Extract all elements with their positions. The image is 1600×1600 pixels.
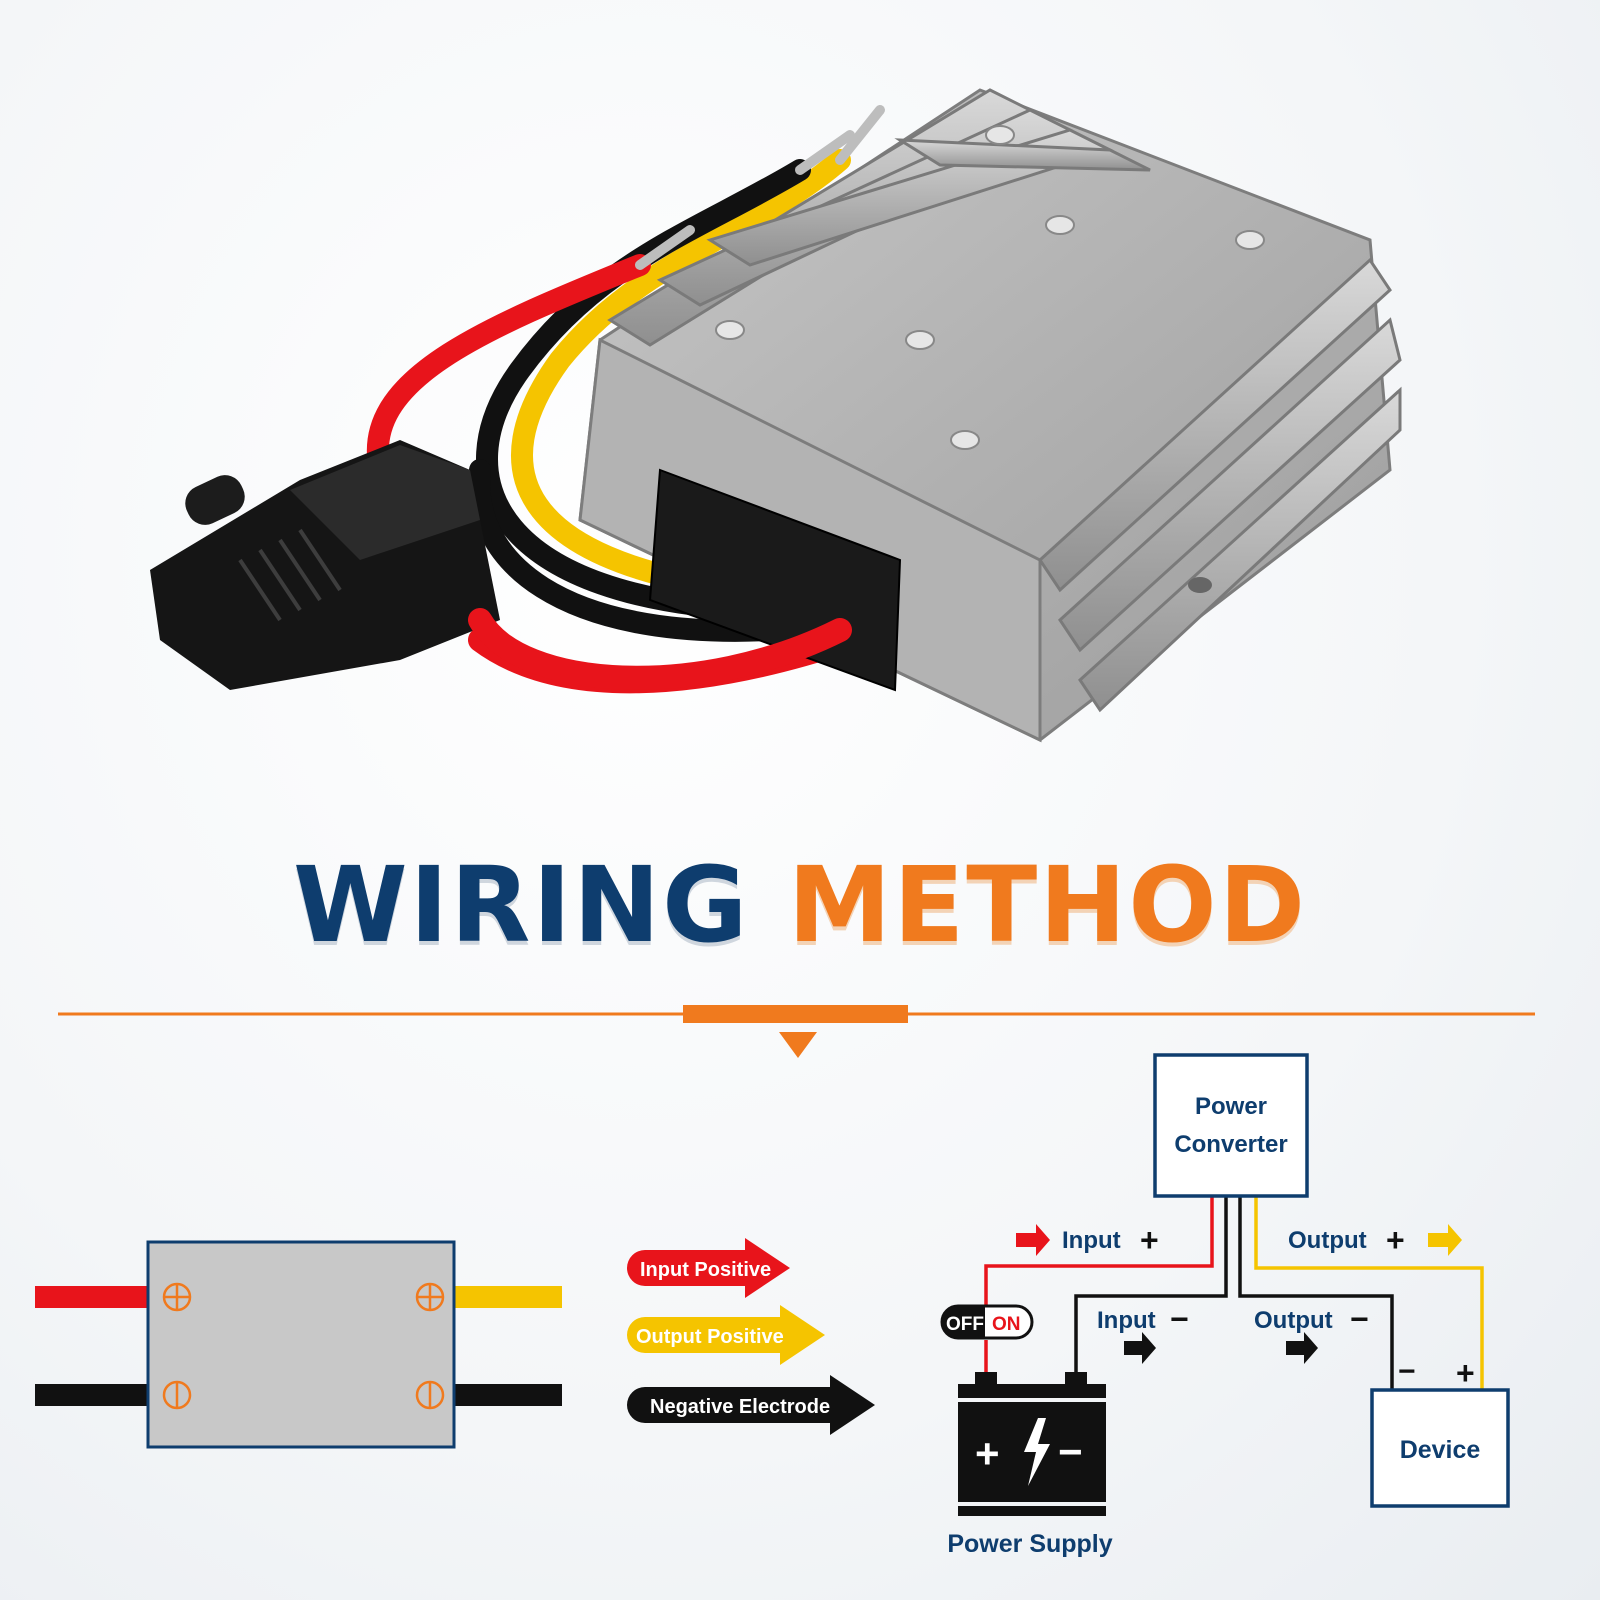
input-negative-label: Input [1097, 1307, 1156, 1334]
converter-label-line2: Converter [1174, 1131, 1287, 1158]
battery: + − Power Supply [947, 1372, 1113, 1558]
output-negative-sign: − [1350, 1301, 1369, 1337]
wiring-diagram: Input Positive Output Positive Negative … [35, 1005, 1535, 1558]
module-body [146, 1240, 456, 1449]
headline: WIRING METHOD [0, 850, 1600, 960]
module-black-wire-out [452, 1384, 562, 1406]
inline-fuse-holder [150, 440, 500, 690]
yellow-wire [511, 149, 851, 601]
device-label: Device [1400, 1436, 1481, 1464]
mounting-hole [1188, 577, 1212, 593]
module-red-wire [35, 1286, 150, 1308]
legend-output-positive-label: Output Positive [636, 1326, 784, 1348]
input-positive-label: Input [1062, 1227, 1121, 1254]
output-negative-wire [1238, 1196, 1394, 1390]
switch-on-label: ON [992, 1314, 1021, 1335]
legend-input-positive-label: Input Positive [640, 1259, 771, 1281]
battery-minus-sign: − [1058, 1428, 1083, 1475]
on-off-switch[interactable]: OFF ON [940, 1304, 1034, 1340]
output-positive-arrow-icon [1428, 1224, 1462, 1256]
input-negative-sign: − [1170, 1301, 1189, 1337]
legend: Input Positive Output Positive Negative … [627, 1238, 875, 1435]
section-divider [58, 1005, 1535, 1058]
module-black-wire [35, 1384, 150, 1406]
schematic-labels: Input + Output + Input − Output − [1016, 1222, 1462, 1364]
headline-word-method: METHOD [787, 844, 1308, 966]
output-positive-wire [1254, 1196, 1484, 1390]
black-wire-2 [468, 459, 781, 642]
device-minus-sign: − [1398, 1355, 1416, 1388]
housing-screws [715, 125, 1265, 450]
switch-off-label: OFF [946, 1314, 984, 1335]
input-negative-arrow-icon [1124, 1332, 1156, 1364]
heat-sink-fins [607, 88, 1402, 713]
product-illustration [150, 88, 1402, 743]
module-screws [162, 1282, 445, 1410]
converter-label-line1: Power [1195, 1093, 1267, 1120]
battery-plus-sign: + [975, 1430, 1000, 1477]
converter-housing [578, 88, 1402, 743]
legend-input-positive: Input Positive [627, 1238, 790, 1298]
red-wire-top [367, 254, 651, 481]
lightning-icon [1024, 1418, 1050, 1486]
output-negative-label: Output [1254, 1307, 1333, 1334]
headline-word-wiring: WIRING [292, 844, 750, 966]
legend-negative-electrode: Negative Electrode [627, 1375, 875, 1435]
output-positive-sign: + [1386, 1222, 1405, 1258]
input-positive-arrow-icon [1016, 1224, 1050, 1256]
module-diagram [35, 1240, 562, 1449]
output-negative-arrow-icon [1286, 1332, 1318, 1364]
device-box: − + Device [1370, 1355, 1510, 1508]
legend-output-positive: Output Positive [627, 1305, 825, 1365]
input-positive-wire [984, 1196, 1214, 1318]
input-positive-sign: + [1140, 1222, 1159, 1258]
power-converter-box: Power Converter [1153, 1053, 1309, 1198]
schematic-wires [984, 1196, 1484, 1390]
module-yellow-wire [452, 1286, 562, 1308]
wire-tips [635, 105, 885, 270]
power-supply-label: Power Supply [947, 1530, 1112, 1558]
output-positive-label: Output [1288, 1227, 1367, 1254]
device-plus-sign: + [1456, 1355, 1475, 1391]
input-negative-wire [1074, 1196, 1228, 1382]
red-wire-front [468, 608, 852, 690]
legend-negative-electrode-label: Negative Electrode [650, 1396, 830, 1418]
